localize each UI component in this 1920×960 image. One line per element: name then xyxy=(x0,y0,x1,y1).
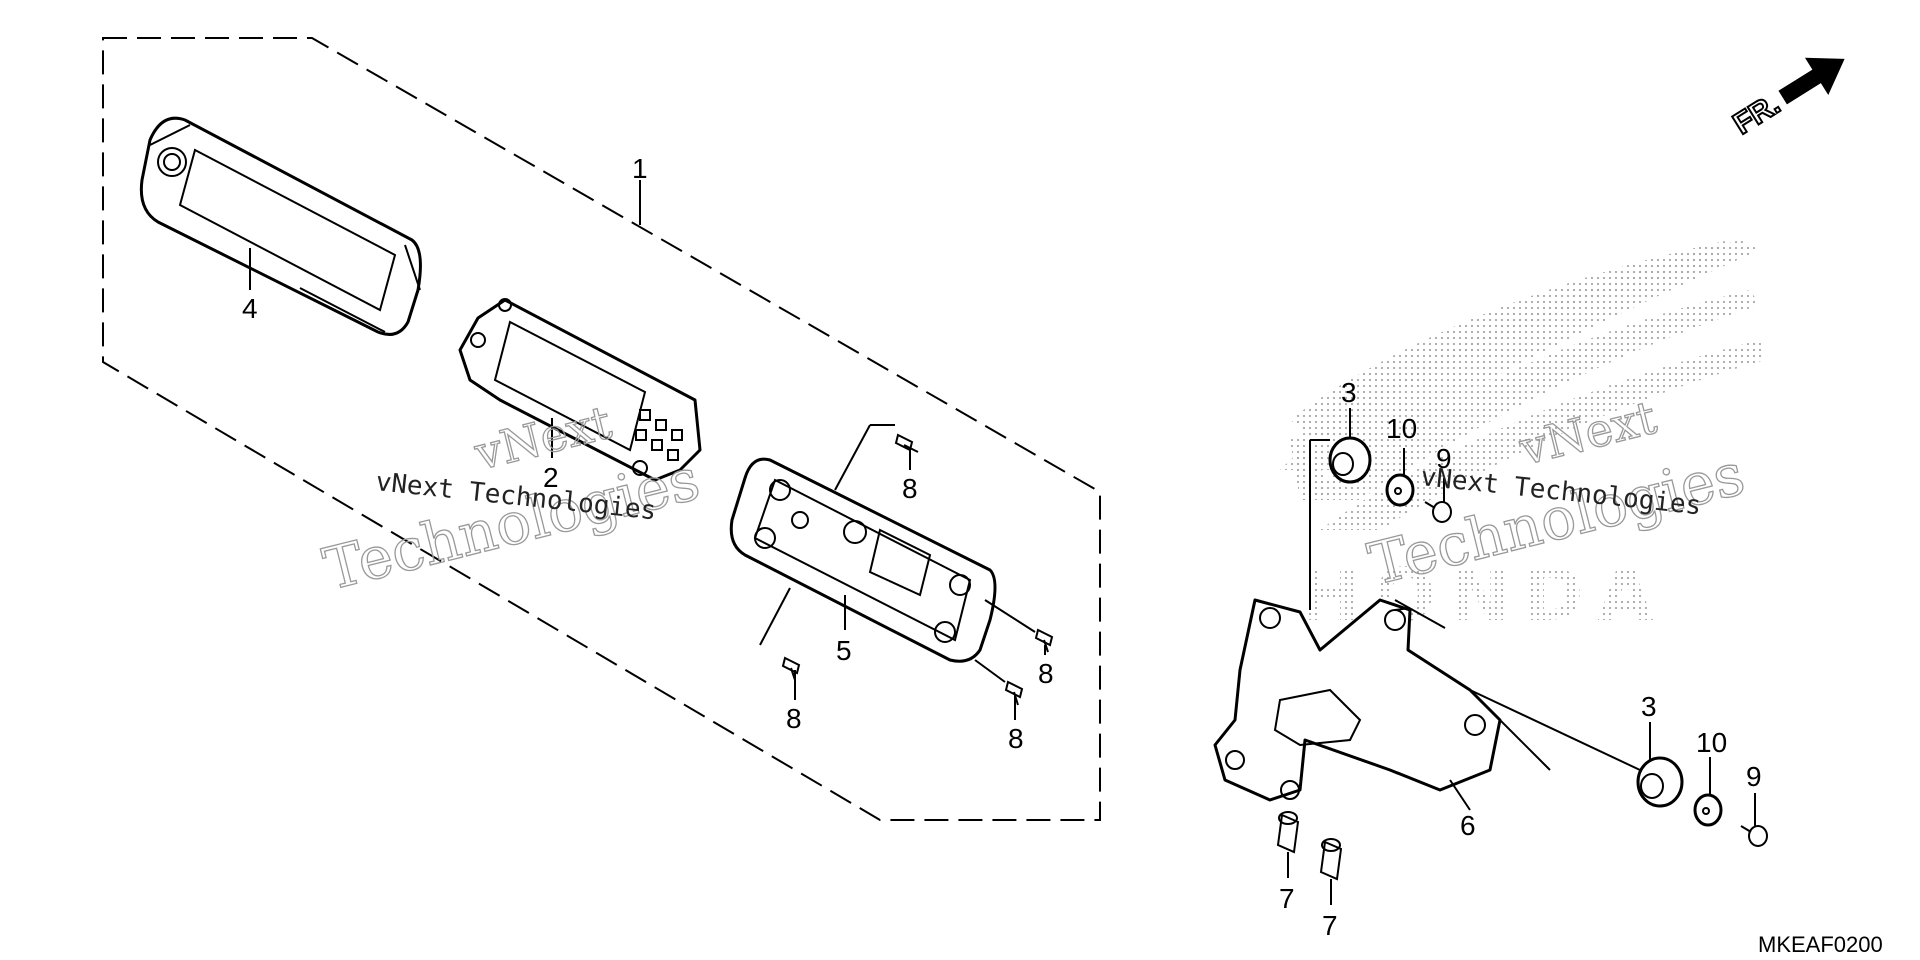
callout-meter-cover[interactable]: 4 xyxy=(242,293,258,324)
leader-lines-right xyxy=(1287,408,1756,905)
reference-code: MKEAF0200 xyxy=(1758,932,1883,957)
callouts: 1 4 2 5 8 8 8 8 3 10 9 6 3 10 9 7 7 xyxy=(242,153,1762,941)
lcd-unit xyxy=(458,298,702,482)
screw-a xyxy=(894,433,919,453)
callout-washer-lower[interactable]: 10 xyxy=(1696,727,1727,758)
meter-cover xyxy=(139,116,422,336)
front-indicator-label: FR. xyxy=(1728,88,1786,142)
washer-upper xyxy=(1385,473,1415,507)
washer-lower xyxy=(1693,793,1723,827)
meter-assy-boundary xyxy=(102,37,1101,821)
bolt-stay-a xyxy=(1276,811,1300,854)
bolt-lower xyxy=(1740,825,1768,847)
callout-meter-assy[interactable]: 1 xyxy=(632,153,648,184)
callout-rubber-mount-lower[interactable]: 3 xyxy=(1641,691,1657,722)
meter-case xyxy=(729,457,997,663)
callout-meter-stay[interactable]: 6 xyxy=(1460,810,1476,841)
callout-screw-a[interactable]: 8 xyxy=(902,473,918,504)
bolt-upper xyxy=(1424,501,1452,523)
callout-bolt-stay-a[interactable]: 7 xyxy=(1279,883,1295,914)
leader-lines-left xyxy=(249,180,1046,720)
callout-meter-case[interactable]: 5 xyxy=(836,635,852,666)
callout-screw-b[interactable]: 8 xyxy=(786,703,802,734)
rubber-mount-lower xyxy=(1636,756,1684,808)
front-arrow-icon xyxy=(1778,57,1845,105)
callout-screw-c[interactable]: 8 xyxy=(1038,658,1054,689)
callout-bolt-lower[interactable]: 9 xyxy=(1746,761,1762,792)
callout-lcd-unit[interactable]: 2 xyxy=(543,462,559,493)
callout-rubber-mount-upper[interactable]: 3 xyxy=(1341,377,1357,408)
front-direction-indicator: FR. xyxy=(1727,57,1845,142)
rubber-mount-upper xyxy=(1328,436,1372,484)
callout-bolt-stay-b[interactable]: 7 xyxy=(1322,910,1338,941)
callout-screw-d[interactable]: 8 xyxy=(1008,723,1024,754)
callout-washer-upper[interactable]: 10 xyxy=(1386,413,1417,444)
screw-b xyxy=(781,656,801,681)
bolt-stay-b xyxy=(1319,838,1343,881)
callout-bolt-upper[interactable]: 9 xyxy=(1436,443,1452,474)
meter-stay xyxy=(1213,598,1502,802)
